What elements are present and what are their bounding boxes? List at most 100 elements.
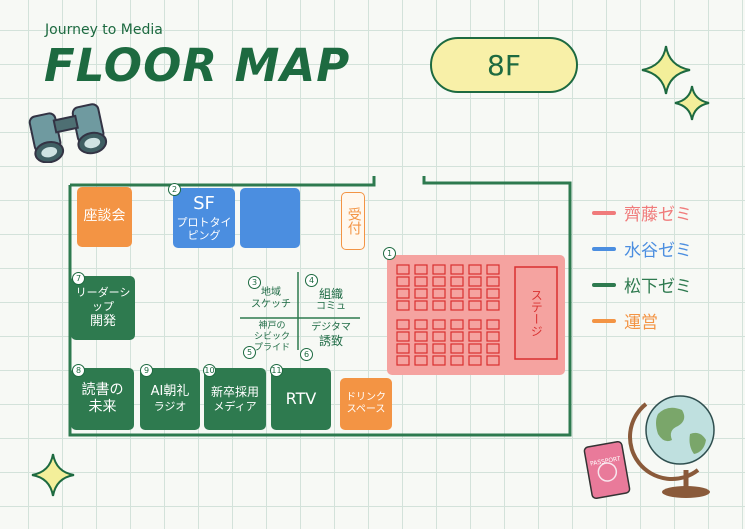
room-zadankai: 座談会 <box>77 187 132 247</box>
passport-icon <box>583 440 631 500</box>
room-recruiting-media: 新卒採用 メディア <box>204 368 266 430</box>
sparkle-icon <box>674 85 710 121</box>
marker-10: 10 <box>203 364 216 377</box>
sparkle-icon <box>31 453 75 497</box>
seat <box>414 264 428 275</box>
seat <box>486 355 500 366</box>
seat <box>468 319 482 330</box>
seat <box>396 288 410 299</box>
room-label: 地域 <box>261 287 281 298</box>
seat <box>468 276 482 287</box>
room-label: 読書の <box>81 381 124 398</box>
seat <box>450 288 464 299</box>
seat <box>468 288 482 299</box>
room-label: プライド <box>253 342 290 353</box>
room-reception: 受付 <box>341 192 365 250</box>
seat <box>450 331 464 342</box>
legend-swatch <box>592 210 616 215</box>
seat <box>414 343 428 354</box>
marker-8: 8 <box>72 364 85 377</box>
room-rtv: RTV <box>271 368 331 430</box>
seat <box>414 331 428 342</box>
seat <box>396 331 410 342</box>
legend-saito: 齊藤ゼミ <box>592 200 692 225</box>
legend-label: 松下ゼミ <box>624 277 692 297</box>
room-label: スペース <box>346 404 386 415</box>
seat <box>450 343 464 354</box>
seat <box>468 300 482 311</box>
legend-mizutani: 水谷ゼミ <box>592 236 692 261</box>
room-label: 未来 <box>88 399 117 415</box>
room-soshiki: 組織 コミュ <box>302 287 360 313</box>
marker-5: 5 <box>243 346 256 359</box>
subtitle: Journey to Media <box>45 22 163 38</box>
seating-grid <box>396 264 558 366</box>
marker-6: 6 <box>300 348 313 361</box>
seat <box>396 300 410 311</box>
seat <box>468 331 482 342</box>
legend-swatch <box>592 246 616 251</box>
room-leadership: リーダーシップ 開発 <box>71 276 135 340</box>
room-reading-future: 読書の 未来 <box>71 368 134 430</box>
legend-swatch <box>592 282 616 287</box>
marker-9: 9 <box>140 364 153 377</box>
seat <box>432 319 446 330</box>
room-label: 誘致 <box>318 334 343 348</box>
room-digital: デジタマ 誘致 <box>302 322 360 348</box>
legend-label: 水谷ゼミ <box>624 241 692 261</box>
room-kobe: 神戸の シビック プライド <box>246 321 298 353</box>
seat <box>432 343 446 354</box>
room-sf-prototyping-annex <box>240 188 300 248</box>
room-ai-radio: AI朝礼 ラジオ <box>140 368 200 430</box>
seat <box>414 355 428 366</box>
seat <box>432 300 446 311</box>
seat <box>450 319 464 330</box>
seat <box>432 331 446 342</box>
seat <box>486 276 500 287</box>
seat <box>450 276 464 287</box>
seat <box>396 319 410 330</box>
seat <box>468 343 482 354</box>
floor-label: 8F <box>487 48 521 82</box>
marker-11: 11 <box>270 364 283 377</box>
room-label: 組織 <box>318 287 343 301</box>
marker-7: 7 <box>72 272 85 285</box>
seat <box>468 264 482 275</box>
stage-label: ステージ <box>529 289 544 337</box>
room-label: RTV <box>285 389 317 408</box>
binoculars-icon <box>28 103 108 163</box>
seat <box>486 319 500 330</box>
seat <box>396 343 410 354</box>
legend-matsushita: 松下ゼミ <box>592 272 692 297</box>
stage-label-box: ステージ <box>515 267 557 359</box>
room-label: AI朝礼 <box>150 384 190 399</box>
seat <box>450 264 464 275</box>
seat <box>432 264 446 275</box>
seat <box>486 300 500 311</box>
floor-badge: 8F <box>430 37 578 93</box>
seat <box>486 331 500 342</box>
room-label: 新卒採用 <box>210 384 259 399</box>
legend-staff: 運営 <box>592 308 658 333</box>
seat <box>450 300 464 311</box>
room-label: デジタマ <box>311 322 351 333</box>
seat <box>486 343 500 354</box>
room-label: プロトタイピング <box>176 215 232 243</box>
seat <box>396 264 410 275</box>
seat <box>414 300 428 311</box>
room-label: SF <box>193 193 215 214</box>
room-drink-space: ドリンク スペース <box>340 378 392 430</box>
room-label: シビック <box>253 331 290 342</box>
seat <box>450 355 464 366</box>
marker-2: 2 <box>168 183 181 196</box>
room-label: 開発 <box>89 313 116 329</box>
room-label: 神戸の <box>258 321 286 331</box>
seat <box>432 355 446 366</box>
sparkle-icon <box>641 45 691 95</box>
seat <box>414 319 428 330</box>
room-label: ドリンク <box>346 391 386 403</box>
marker-1: 1 <box>383 247 396 260</box>
seat <box>432 288 446 299</box>
room-stage-area <box>387 255 565 375</box>
seat <box>396 276 410 287</box>
